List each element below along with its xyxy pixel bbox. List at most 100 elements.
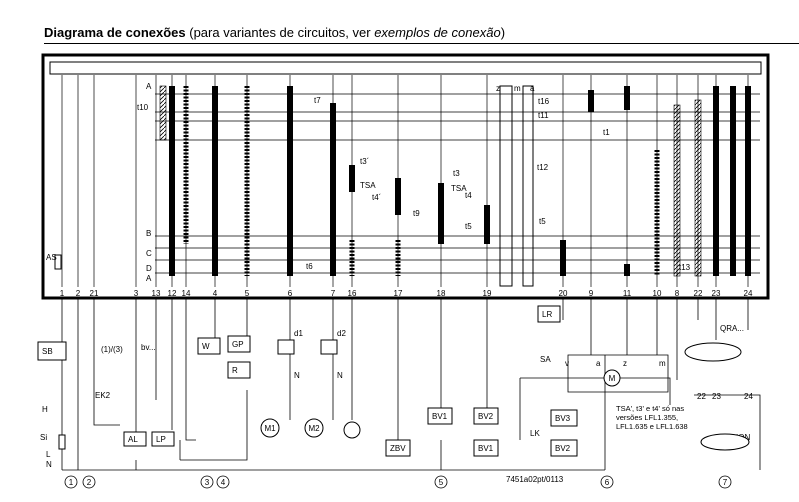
wire-2 <box>93 298 120 426</box>
sb-box <box>37 341 67 361</box>
terminal-label-21: 21 <box>90 289 99 298</box>
timing-label-7: TSA <box>360 181 376 190</box>
d2-label: d2 <box>337 329 346 338</box>
circled-number-6: 6 <box>605 478 610 487</box>
t23-label: 23 <box>712 392 721 401</box>
bar-solid-9 <box>484 205 490 244</box>
circled-number-5: 5 <box>439 478 444 487</box>
page-title: Diagrama de conexões (para variantes de … <box>44 25 505 40</box>
d1-label: d1 <box>294 329 303 338</box>
terminal-label-22: 22 <box>694 289 703 298</box>
timing-label-2: t16 <box>538 97 550 106</box>
t24-label: 24 <box>744 392 753 401</box>
bv2a-box <box>473 407 499 425</box>
terminal-label-3: 3 <box>134 289 139 298</box>
ignition-transformer-icon <box>343 421 361 439</box>
terminal-label-24: 24 <box>744 289 753 298</box>
timing-label-14: t5 <box>539 217 546 226</box>
title-pre: (para variantes de circuitos, ver <box>185 25 375 40</box>
timing-label-3: t11 <box>538 111 549 120</box>
terminal-label-1: 1 <box>60 289 65 298</box>
bar-solid-5 <box>330 103 336 276</box>
sa-label: SA <box>540 355 551 364</box>
bar-solid-2 <box>212 86 218 276</box>
terminal-label-23: 23 <box>712 289 721 298</box>
note-line-0: TSA', t3' e t4' só nas <box>616 404 684 413</box>
timing-label-12: t9 <box>413 209 420 218</box>
terminal-label-16: 16 <box>348 289 357 298</box>
terminal-label-4: 4 <box>213 289 218 298</box>
terminal-label-13: 13 <box>152 289 161 298</box>
bv-label: bv... <box>141 343 156 352</box>
qra-label: QRA... <box>720 324 744 333</box>
sa-z-label: z <box>623 359 627 368</box>
r-box <box>227 361 251 379</box>
bar-solid-12 <box>624 86 630 110</box>
bar-solid-10 <box>560 240 566 276</box>
terminal-label-10: 10 <box>653 289 662 298</box>
lr-label: LR <box>542 310 552 319</box>
bar-z-rect <box>499 85 513 287</box>
wire-31 <box>567 354 669 393</box>
bv1b-label: BV1 <box>478 444 494 453</box>
bv3-label: BV3 <box>555 414 571 423</box>
t22-label: 22 <box>697 392 706 401</box>
terminal-label-9: 9 <box>589 289 594 298</box>
zbv-label: ZBV <box>390 444 406 453</box>
title-post: ) <box>500 25 506 40</box>
al-box <box>123 431 147 447</box>
bar-m-rect <box>522 85 534 287</box>
circled-number-7-ring <box>718 475 732 489</box>
terminal-label-11: 11 <box>623 289 632 298</box>
row-label-0: A <box>146 82 152 91</box>
circled-number-5-ring <box>434 475 448 489</box>
sa-v-label: v <box>565 359 569 368</box>
terminal-label-20: 20 <box>559 289 568 298</box>
timing-label-16: t13 <box>679 263 691 272</box>
r-label: R <box>232 366 238 375</box>
shared-label-z: z <box>496 84 500 93</box>
lp-label: LP <box>156 435 166 444</box>
circled-number-2: 2 <box>87 478 92 487</box>
flame-ion-icon <box>700 433 750 451</box>
w-box <box>197 337 221 355</box>
ek2-label: EK2 <box>95 391 111 400</box>
m1-circle <box>260 418 280 438</box>
timing-label-8: t4´ <box>372 193 381 202</box>
timing-label-5: t12 <box>537 163 549 172</box>
bar-solid-13 <box>624 264 630 276</box>
timing-label-10: TSA <box>451 184 467 193</box>
zbv-box <box>385 439 411 457</box>
wiring-lines <box>61 298 761 471</box>
lp-box <box>151 431 175 447</box>
gp-label: GP <box>232 340 244 349</box>
title-italic: exemplos de conexão <box>374 25 501 40</box>
wire-29 <box>180 390 248 461</box>
sa-motor-label: M <box>609 374 616 383</box>
row-label-4: A <box>146 274 152 283</box>
m2-label: M2 <box>308 424 320 433</box>
terminal-label-7: 7 <box>331 289 336 298</box>
circled-number-2-ring <box>82 475 96 489</box>
bv1b-box <box>473 439 499 457</box>
lr-box <box>537 305 561 323</box>
bar-solid-0 <box>169 86 175 276</box>
circled-number-3: 3 <box>205 478 210 487</box>
title-bold: Diagrama de conexões <box>44 25 186 40</box>
sa-a-label: a <box>596 359 601 368</box>
terminal-label-5: 5 <box>245 289 250 298</box>
terminal-label-19: 19 <box>483 289 492 298</box>
circled-number-6-ring <box>600 475 614 489</box>
terminal-label-12: 12 <box>168 289 177 298</box>
n2-label: N <box>337 371 343 380</box>
shared-label-a: a <box>530 84 535 93</box>
sa-motor-circle <box>603 369 621 387</box>
w-label: W <box>202 342 210 351</box>
h-label: H <box>42 405 48 414</box>
